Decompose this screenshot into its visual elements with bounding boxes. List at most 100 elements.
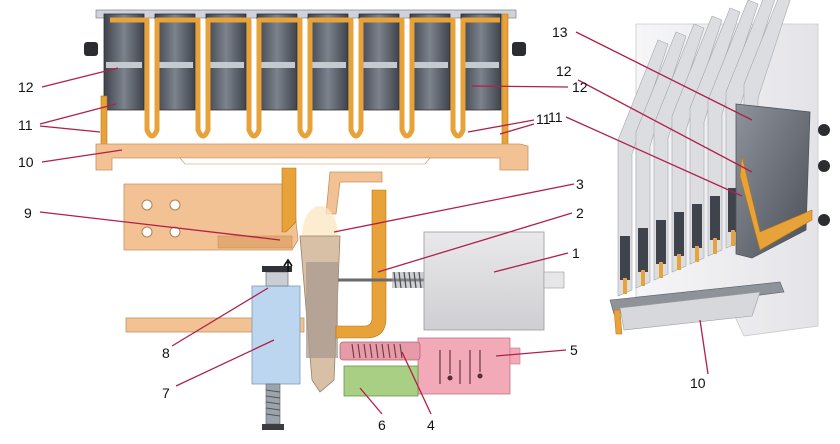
- label-10-left: 10: [18, 154, 34, 170]
- chute-fin: [617, 39, 669, 297]
- arc-chute-3d-view: [609, 0, 830, 337]
- chute-fin: [671, 15, 723, 273]
- fin-copper-tab: [713, 238, 717, 254]
- plate-highlight: [310, 62, 346, 68]
- fixed-contact-tip: [217, 235, 293, 249]
- leader-11-right-b: [499, 123, 535, 135]
- label-12-left: 12: [18, 79, 34, 95]
- fin-dark-slot: [638, 228, 648, 272]
- plate-highlight: [463, 62, 499, 68]
- leader-11-left-a: [39, 103, 117, 125]
- label-3: 3: [576, 176, 584, 192]
- leader-10-left: [41, 149, 123, 163]
- label-12-3d: 12: [556, 63, 572, 79]
- leader-12-right: [471, 85, 569, 88]
- fin-dark-slot: [620, 236, 630, 280]
- leader-4: [401, 351, 432, 415]
- fin-copper-tab: [695, 246, 699, 262]
- moving-contact-conductor: [335, 189, 387, 339]
- arc-chute-base-plate: [95, 143, 529, 171]
- base-plate-slot: [179, 157, 431, 165]
- coil-plunger-top: [265, 271, 289, 287]
- base-runner-stub: [613, 309, 623, 335]
- fin-copper-tab: [731, 230, 735, 246]
- fin-copper-tab: [659, 262, 663, 278]
- arc-chute-top-frame: [95, 9, 517, 19]
- label-2: 2: [576, 205, 584, 221]
- leader-8: [171, 287, 269, 347]
- contact-mechanism: [123, 167, 565, 430]
- label-13: 13: [552, 24, 568, 40]
- relay-shaft-stub: [543, 271, 565, 289]
- leader-13: [575, 31, 753, 121]
- trip-unit-circuit: [439, 350, 483, 384]
- leader-11-left-b: [39, 125, 101, 133]
- label-11-left: 11: [18, 117, 33, 133]
- chute-fin: [635, 31, 687, 289]
- label-1: 1: [572, 245, 580, 261]
- copper-serpentine-conductor: [110, 17, 500, 139]
- callout-labels: 12 11 10 9 12 11 3 2 1 5 8 7 6 4 13 12 1…: [18, 24, 706, 433]
- right-knob: [512, 42, 526, 56]
- leader-2: [377, 212, 573, 273]
- leader-7: [175, 339, 275, 387]
- fin-copper-tab: [623, 278, 627, 294]
- plunger-arrow-icon: [283, 258, 293, 272]
- label-7: 7: [162, 385, 170, 401]
- plate-highlight: [361, 62, 397, 68]
- fin-dark-slot: [710, 196, 720, 240]
- trip-unit-stub: [509, 347, 521, 365]
- chute-base-plate: [619, 291, 761, 331]
- fin-dark-slot: [728, 188, 738, 232]
- chute-bolt: [818, 160, 830, 172]
- fin-dark-slot: [656, 220, 666, 264]
- shaft-spring: [392, 271, 426, 289]
- plunger-head: [262, 266, 292, 272]
- arc-chute: [84, 9, 529, 171]
- bracket-hole: [169, 199, 181, 211]
- label-11-right: 11: [536, 111, 551, 127]
- chute-fin: [707, 0, 759, 257]
- leader-1: [493, 252, 569, 273]
- bracket-hole: [141, 226, 153, 238]
- fin-dark-slot: [692, 204, 702, 248]
- plate-highlight: [412, 62, 448, 68]
- chute-link-conductor: [281, 167, 297, 233]
- label-12-right: 12: [572, 79, 588, 95]
- fin-dark-slot: [674, 212, 684, 256]
- chute-bolt: [818, 124, 830, 136]
- leader-lines: [39, 31, 753, 415]
- leader-9: [39, 211, 281, 241]
- fixed-contact-bracket: [123, 183, 299, 251]
- trip-unit: [417, 337, 511, 395]
- fin-copper-tab: [641, 270, 645, 286]
- chute-bolt: [818, 214, 830, 226]
- relay-housing: [423, 231, 545, 331]
- current-sensor-block: [343, 365, 419, 397]
- leader-10-3d: [699, 319, 709, 375]
- chute-fin: [689, 7, 741, 265]
- plate-highlight: [157, 62, 193, 68]
- plate-highlight: [208, 62, 244, 68]
- chute-copper-runner: [739, 155, 813, 251]
- leader-6: [359, 387, 383, 415]
- leader-3: [333, 183, 575, 233]
- label-6: 6: [378, 417, 386, 433]
- label-11-3d: 11: [548, 109, 563, 125]
- bracket-hole: [141, 199, 153, 211]
- label-9: 9: [24, 205, 32, 221]
- bracket-hole: [169, 226, 181, 238]
- plate-highlight: [106, 62, 142, 68]
- leader-12-left: [41, 67, 119, 88]
- label-8: 8: [162, 345, 170, 361]
- leader-11-right-a: [467, 119, 535, 133]
- leader-11-3d: [565, 116, 743, 197]
- leader-5: [495, 349, 567, 357]
- bimetal-coil: [351, 343, 403, 359]
- solenoid-coil: [251, 285, 301, 385]
- label-5: 5: [570, 342, 578, 358]
- label-4: 4: [427, 417, 435, 433]
- chute-fin: [653, 23, 705, 281]
